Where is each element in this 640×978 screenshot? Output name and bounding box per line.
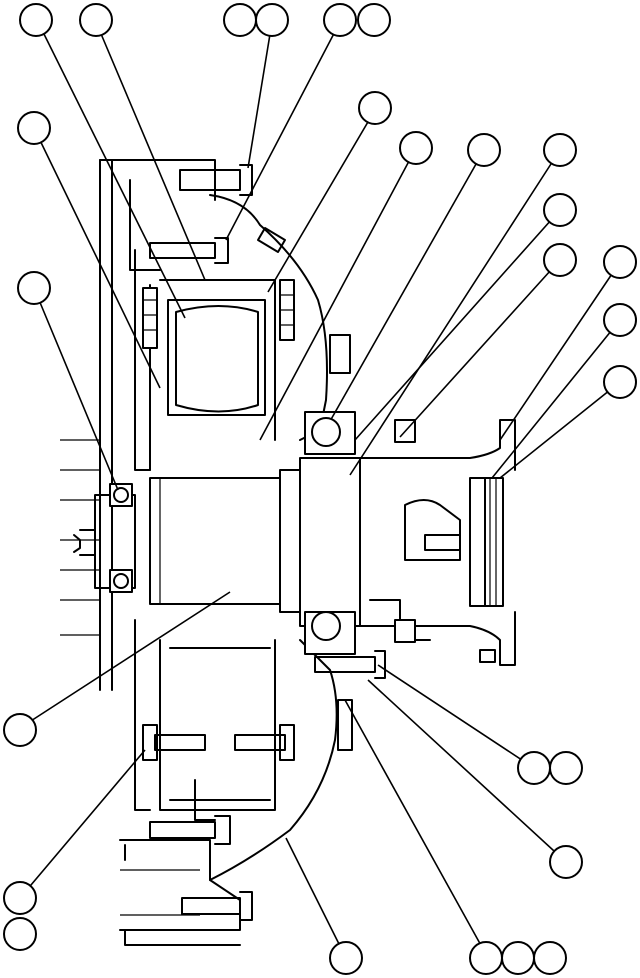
- callout: [19, 3, 53, 37]
- callout: [603, 365, 637, 399]
- lower-drum: [142, 639, 295, 821]
- callout: [399, 131, 433, 165]
- callout: [17, 271, 51, 305]
- callout: [223, 3, 257, 37]
- callout: [357, 3, 391, 37]
- callout: [255, 3, 289, 37]
- callout: [3, 917, 37, 951]
- callout: [533, 941, 567, 975]
- callout: [467, 133, 501, 167]
- callout: [358, 91, 392, 125]
- output-flange: [359, 419, 516, 666]
- callout: [603, 303, 637, 337]
- callout: [311, 417, 341, 447]
- callout: [17, 111, 51, 145]
- leader-lines: [19, 21, 621, 959]
- callout: [311, 611, 341, 641]
- callout: [543, 193, 577, 227]
- callouts: [3, 3, 637, 975]
- callout: [549, 751, 583, 785]
- central-shaft: [73, 457, 361, 627]
- callout: [603, 245, 637, 279]
- callout: [79, 3, 113, 37]
- callout: [543, 133, 577, 167]
- callout: [543, 243, 577, 277]
- housing-outline: [60, 159, 338, 946]
- upper-drum: [142, 279, 295, 471]
- callout: [517, 751, 551, 785]
- callout: [501, 941, 535, 975]
- callout: [549, 845, 583, 879]
- callout: [3, 713, 37, 747]
- callout: [329, 941, 363, 975]
- callout: [3, 881, 37, 915]
- bolts: [149, 164, 386, 921]
- callout: [469, 941, 503, 975]
- callout: [323, 3, 357, 37]
